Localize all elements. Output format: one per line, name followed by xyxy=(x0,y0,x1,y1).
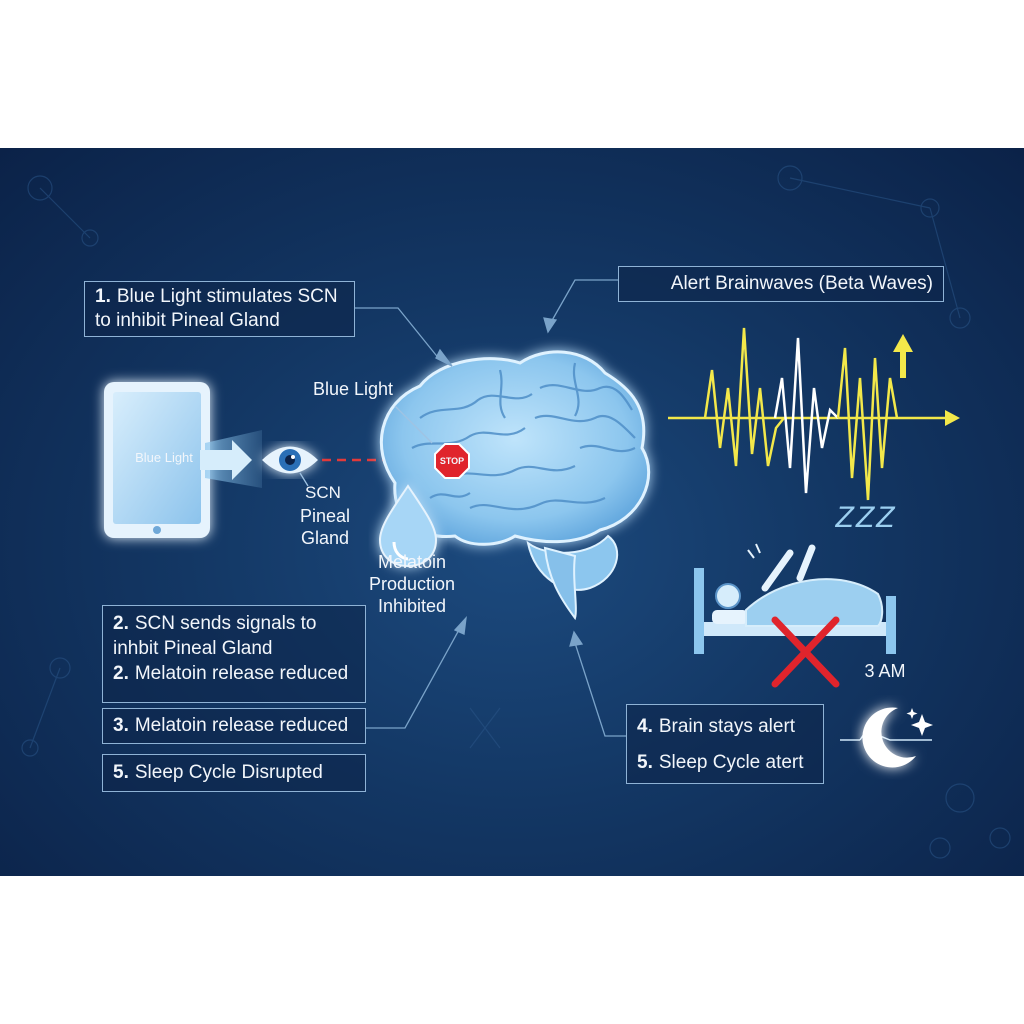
stop-sign-icon xyxy=(434,443,470,479)
brainwaves-title-box: Alert Brainwaves (Beta Waves) xyxy=(618,266,944,302)
melatonin-production-label: Melatoin Production Inhibited xyxy=(360,551,464,617)
step-1-line-2: to inhibit Pineal Gland xyxy=(95,310,280,331)
time-label: 3 AM xyxy=(864,661,906,681)
pineal-line-1: Pineal xyxy=(299,506,351,526)
tablet-icon xyxy=(104,382,262,538)
sleeping-person-in-bed-icon xyxy=(694,543,896,654)
step-box-1: 1.Blue Light stimulates SCN to inhibit P… xyxy=(84,281,355,337)
melatonin-drop-icon xyxy=(378,484,438,568)
brainwaves-title: Alert Brainwaves (Beta Waves) xyxy=(670,273,933,294)
step-1-num: 1. xyxy=(95,286,111,307)
step-5-num: 5. xyxy=(113,762,129,783)
step-box-2: 2.SCN sends signals to inhbit Pineal Gla… xyxy=(102,605,366,703)
step-2-num: 2. xyxy=(113,613,129,634)
step-box-5: 5.Sleep Cycle Disrupted xyxy=(102,754,366,792)
cross-icon xyxy=(771,616,840,688)
diagram-panel: Blue Light Blue Light STOP SCN Pineal Gl… xyxy=(0,148,1024,876)
eye-icon xyxy=(262,446,318,474)
step-4-num: 4. xyxy=(637,716,653,737)
step-3-line-1: Melatoin release reduced xyxy=(134,715,349,736)
pineal-gland-label: Pineal Gland xyxy=(290,505,360,549)
moon-icon xyxy=(840,707,933,768)
pineal-line-2: Gland xyxy=(300,528,350,548)
sleep-z-label: ZZZ xyxy=(835,501,897,534)
brain-illustration xyxy=(379,350,651,621)
step-5r-num: 5. xyxy=(637,752,653,773)
step-1-line-1: Blue Light stimulates SCN xyxy=(116,286,338,307)
step-box-3: 3.Melatoin release reduced xyxy=(102,708,366,744)
step-4-line-1: Brain stays alert xyxy=(658,716,796,737)
melatonin-line-2: Production xyxy=(368,574,456,594)
connector-lines xyxy=(299,279,626,737)
melatonin-line-3: Inhibited xyxy=(377,596,447,616)
step-2b-num: 2. xyxy=(113,663,129,684)
stop-sign-label: STOP xyxy=(439,456,465,466)
step-2-line-1: SCN sends signals to xyxy=(134,613,317,634)
melatonin-line-1: Melatoin xyxy=(377,552,447,572)
step-5-line-1: Sleep Cycle Disrupted xyxy=(134,762,323,783)
background-network xyxy=(21,165,1011,859)
step-box-right: 4.Brain stays alert 5.Sleep Cycle atert xyxy=(626,704,824,784)
tablet-label: Blue Light xyxy=(135,450,193,465)
diagram-art xyxy=(21,165,1011,859)
step-5r-line-1: Sleep Cycle atert xyxy=(658,752,804,773)
step-2-line-2: inhbit Pineal Gland xyxy=(113,638,273,659)
step-2b-line-1: Melatoin release reduced xyxy=(134,663,349,684)
brainwave-graph xyxy=(668,327,960,501)
scn-label: SCN xyxy=(305,483,341,502)
blue-light-label: Blue Light xyxy=(312,379,394,399)
step-3-num: 3. xyxy=(113,715,129,736)
